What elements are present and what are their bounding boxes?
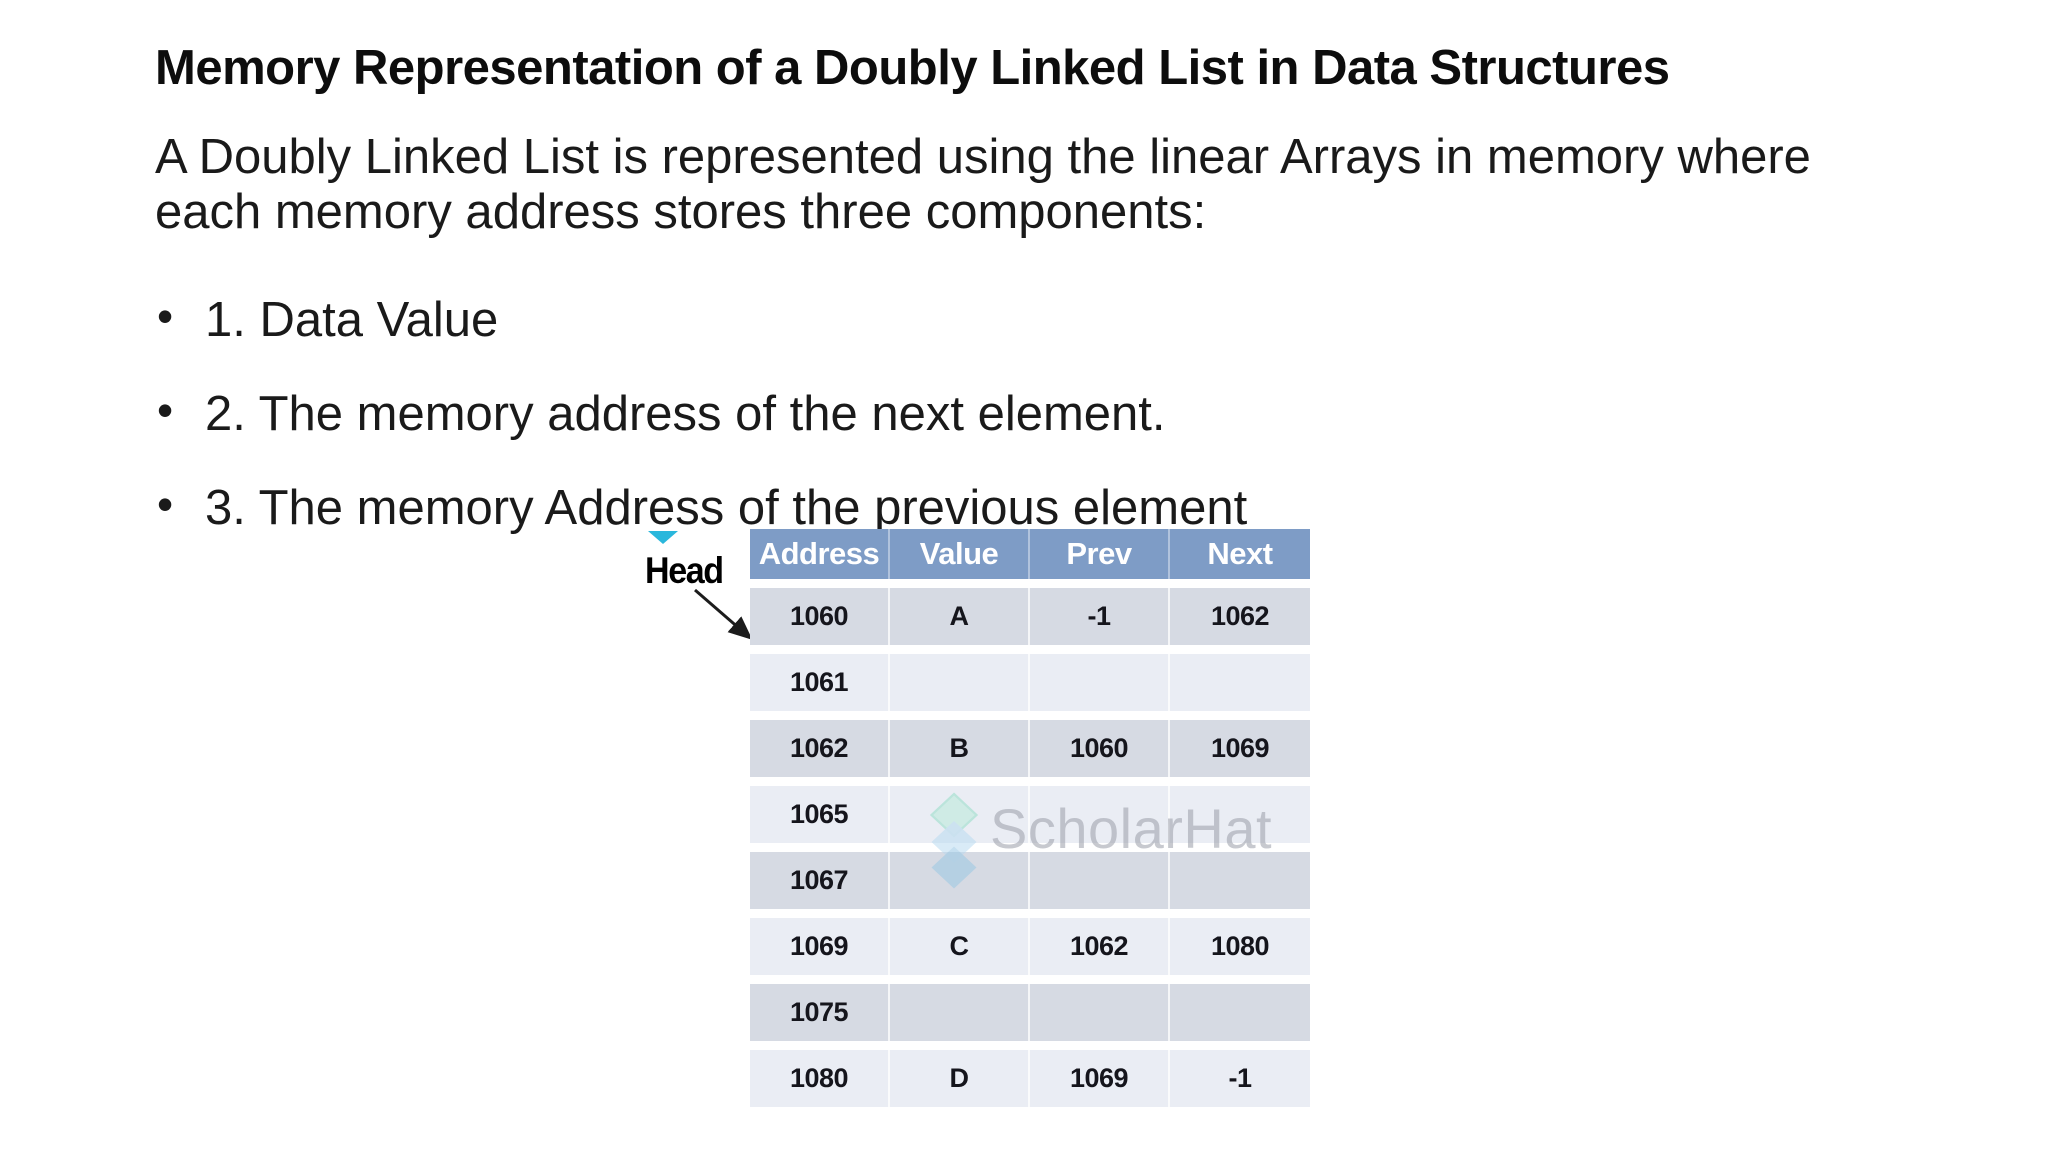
bullet-item-2: 2. The memory address of the next elemen…	[155, 384, 1915, 442]
cell-value: B	[890, 720, 1030, 777]
cell-value: D	[890, 1050, 1030, 1107]
bullet-item-1: 1. Data Value	[155, 290, 1915, 348]
cell-address: 1067	[750, 852, 890, 909]
cell-value	[890, 786, 1030, 843]
table-header-row: Address Value Prev Next	[750, 529, 1310, 579]
cell-value	[890, 852, 1030, 909]
table-row: 1075	[750, 984, 1310, 1041]
cell-prev	[1030, 852, 1170, 909]
col-header-next: Next	[1170, 529, 1310, 579]
memory-table-wrap: Address Value Prev Next 1060 A -1 1062 1…	[750, 520, 1310, 1116]
cell-prev: 1062	[1030, 918, 1170, 975]
cell-address: 1061	[750, 654, 890, 711]
bullet-item-3: 3. The memory Address of the previous el…	[155, 478, 1915, 536]
cell-next	[1170, 786, 1310, 843]
head-arrow-icon	[694, 588, 753, 640]
cell-value: A	[890, 588, 1030, 645]
cell-next: 1062	[1170, 588, 1310, 645]
cell-prev	[1030, 654, 1170, 711]
col-header-address: Address	[750, 529, 890, 579]
table-row: 1060 A -1 1062	[750, 588, 1310, 645]
col-header-value: Value	[890, 529, 1030, 579]
table-row: 1067	[750, 852, 1310, 909]
bullet-list: 1. Data Value 2. The memory address of t…	[155, 290, 1915, 537]
cell-next: 1080	[1170, 918, 1310, 975]
table-row: 1069 C 1062 1080	[750, 918, 1310, 975]
memory-table: Address Value Prev Next 1060 A -1 1062 1…	[750, 520, 1310, 1116]
cell-address: 1075	[750, 984, 890, 1041]
table-row: 1062 B 1060 1069	[750, 720, 1310, 777]
cell-address: 1065	[750, 786, 890, 843]
cell-prev: -1	[1030, 588, 1170, 645]
cell-next	[1170, 654, 1310, 711]
slide-text-block: Memory Representation of a Doubly Linked…	[155, 40, 1915, 575]
cell-prev: 1069	[1030, 1050, 1170, 1107]
cell-address: 1060	[750, 588, 890, 645]
cell-value: C	[890, 918, 1030, 975]
cell-address: 1062	[750, 720, 890, 777]
cell-next: 1069	[1170, 720, 1310, 777]
cyan-marker-icon	[648, 531, 678, 544]
cell-next	[1170, 984, 1310, 1041]
cell-address: 1069	[750, 918, 890, 975]
head-pointer-label: Head	[645, 550, 724, 591]
intro-paragraph: A Doubly Linked List is represented usin…	[155, 130, 1811, 239]
cell-address: 1080	[750, 1050, 890, 1107]
cell-next	[1170, 852, 1310, 909]
cell-prev	[1030, 786, 1170, 843]
table-row: 1061	[750, 654, 1310, 711]
cell-next: -1	[1170, 1050, 1310, 1107]
col-header-prev: Prev	[1030, 529, 1170, 579]
cell-prev: 1060	[1030, 720, 1170, 777]
page-title: Memory Representation of a Doubly Linked…	[155, 41, 1670, 95]
cell-value	[890, 984, 1030, 1041]
memory-table-figure: Head Address Value Prev Next 1060 A	[630, 520, 1370, 1145]
cell-prev	[1030, 984, 1170, 1041]
table-row: 1080 D 1069 -1	[750, 1050, 1310, 1107]
cell-value	[890, 654, 1030, 711]
table-row: 1065	[750, 786, 1310, 843]
